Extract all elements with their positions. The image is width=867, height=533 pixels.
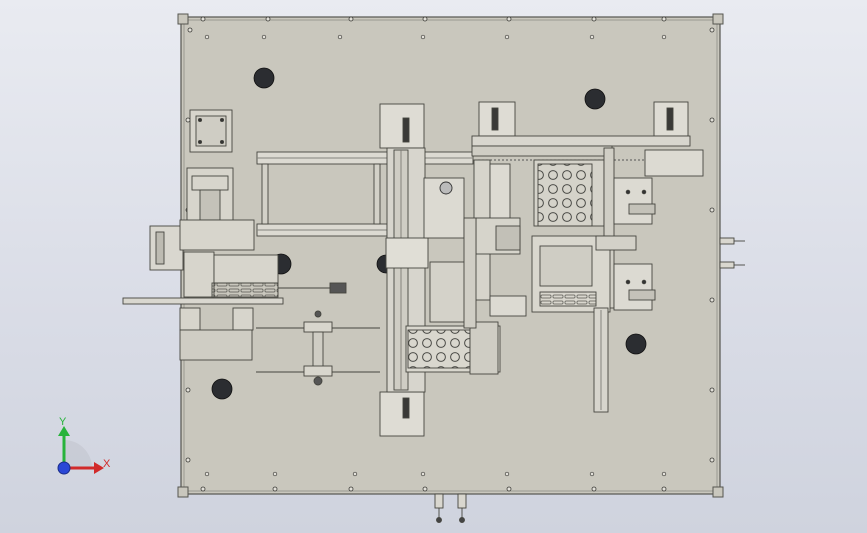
xyz-triad-icon[interactable]: [57, 426, 104, 475]
left-feeder-assembly: [179, 109, 347, 361]
right-dispensing-assembly: [463, 101, 704, 413]
triad-y-label: Y: [59, 416, 67, 428]
roller-assembly: [256, 310, 380, 386]
side-fixtures: [122, 225, 745, 523]
triad-x-label: X: [103, 458, 111, 470]
central-vertical-module: [379, 103, 501, 437]
